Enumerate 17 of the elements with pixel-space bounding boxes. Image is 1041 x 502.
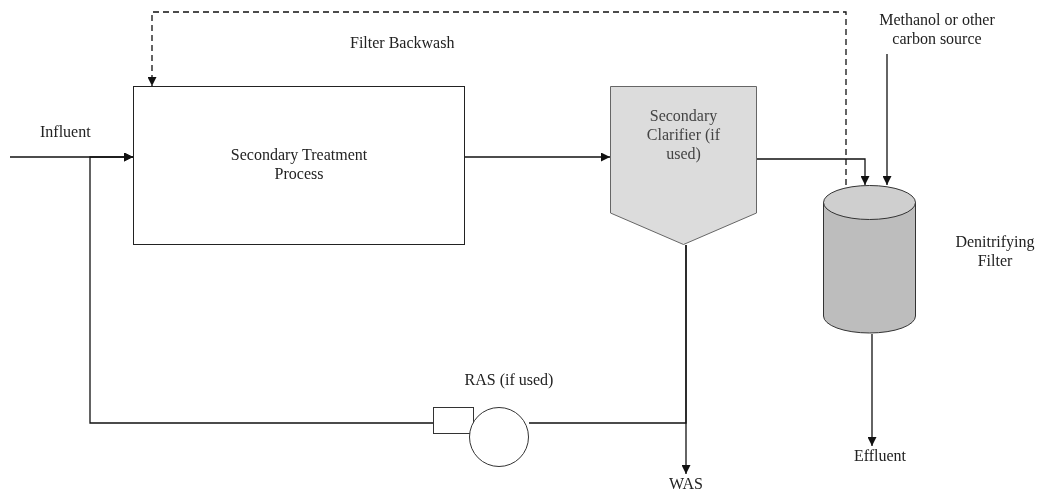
flow-label: WAS	[668, 474, 704, 494]
flow-arrow	[89, 152, 434, 424]
flow-arrow	[756, 158, 870, 186]
flow-arrow	[867, 333, 877, 447]
dashed-arrow	[147, 11, 847, 186]
process-label: Secondary Treatment Process	[229, 145, 369, 184]
edge-label: Influent	[40, 122, 91, 142]
unit-label: RAS (if used)	[463, 370, 555, 390]
flow-arrow	[882, 53, 892, 186]
flow-arrow	[464, 152, 611, 162]
pipe-line	[528, 244, 687, 424]
unit-label: Denitrifying Filter	[954, 232, 1036, 271]
flow-label: Methanol or other carbon source	[878, 10, 996, 49]
process-box	[133, 86, 465, 245]
clarifier-label: Secondary Clarifier (if used)	[645, 106, 722, 164]
flow-label: Effluent	[852, 446, 908, 466]
edge-label: Filter Backwash	[350, 33, 455, 53]
